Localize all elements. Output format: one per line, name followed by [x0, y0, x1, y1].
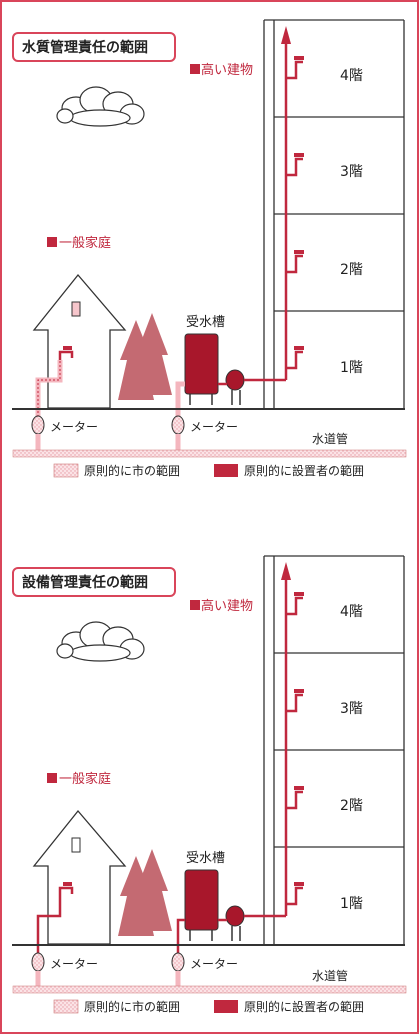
main-water-pipe [12, 449, 407, 458]
house-label: 一般家庭 [59, 771, 111, 787]
arrow-up-icon [281, 26, 291, 44]
legend-city-label: 原則的に市の範囲 [84, 999, 180, 1014]
label-marker [190, 64, 200, 74]
meter-label: メーター [190, 420, 238, 434]
legend-owner-label: 原則的に設置者の範囲 [244, 999, 364, 1014]
tank-label: 受水槽 [186, 315, 225, 330]
main-water-pipe [12, 985, 407, 994]
meter-icon [171, 952, 185, 972]
tree-icon [118, 313, 172, 400]
water-tank [184, 869, 219, 931]
legend-owner-label: 原則的に設置者の範囲 [244, 463, 364, 478]
panel-title: 水質管理責任の範囲 [22, 39, 148, 56]
house [32, 273, 127, 409]
house-window [71, 837, 81, 853]
floor-label: 1階 [340, 896, 363, 912]
faucet-icon [58, 346, 74, 360]
panel-equipment-management: 設備管理責任の範囲 高い建物 4階 3階 2階 1階 [12, 555, 407, 1014]
meter-label: メーター [50, 957, 98, 971]
main-pipe-label: 水道管 [312, 968, 348, 983]
pump-icon [225, 905, 245, 927]
floor-label: 4階 [340, 604, 363, 620]
panel-water-quality: 水質管理責任の範囲 高い建物 4階 3階 2階 1階 [12, 19, 407, 478]
label-marker [47, 237, 57, 247]
tank-inlet-pipe [176, 918, 185, 960]
faucet-icon [286, 60, 303, 370]
legend-owner-swatch [214, 464, 238, 477]
floor-label: 4階 [340, 68, 363, 84]
floor-label: 2階 [340, 798, 363, 814]
meter-icon [31, 952, 45, 972]
tank-inlet-pipe [175, 381, 185, 425]
faucet-handle-icon [294, 56, 304, 350]
water-tank [184, 333, 219, 395]
house-pipe [36, 896, 62, 960]
panel-title: 設備管理責任の範囲 [22, 574, 148, 591]
faucet-handle-icon [294, 592, 304, 886]
meter-label: メーター [50, 420, 98, 434]
legend-owner-swatch [214, 1000, 238, 1013]
title-box [12, 567, 176, 597]
legend-city-label: 原則的に市の範囲 [84, 463, 180, 478]
floor-label: 3階 [340, 164, 363, 180]
tall-building [263, 555, 405, 945]
floor-label: 3階 [340, 701, 363, 717]
tree-icon [118, 849, 172, 936]
main-pipe-label: 水道管 [312, 431, 348, 446]
floor-label: 1階 [340, 360, 363, 376]
tall-building-label: 高い建物 [201, 598, 253, 614]
faucet-icon [58, 882, 74, 896]
meter-icon [171, 415, 185, 435]
legend-city-swatch [53, 999, 79, 1014]
pump-icon [225, 369, 245, 391]
tall-building-label: 高い建物 [201, 62, 253, 78]
house-window [71, 301, 81, 317]
arrow-up-icon [281, 562, 291, 580]
label-marker [47, 773, 57, 783]
cloud-icon [56, 86, 145, 127]
tall-building [263, 19, 405, 410]
floor-label: 2階 [340, 262, 363, 278]
tank-label: 受水槽 [186, 851, 225, 866]
title-box [12, 32, 176, 62]
house [32, 809, 127, 945]
legend-city-swatch [53, 463, 79, 478]
faucet-icon [286, 596, 303, 906]
label-marker [190, 600, 200, 610]
house-label: 一般家庭 [59, 235, 111, 251]
meter-label: メーター [190, 957, 238, 971]
cloud-icon [56, 621, 145, 662]
meter-icon [31, 415, 45, 435]
